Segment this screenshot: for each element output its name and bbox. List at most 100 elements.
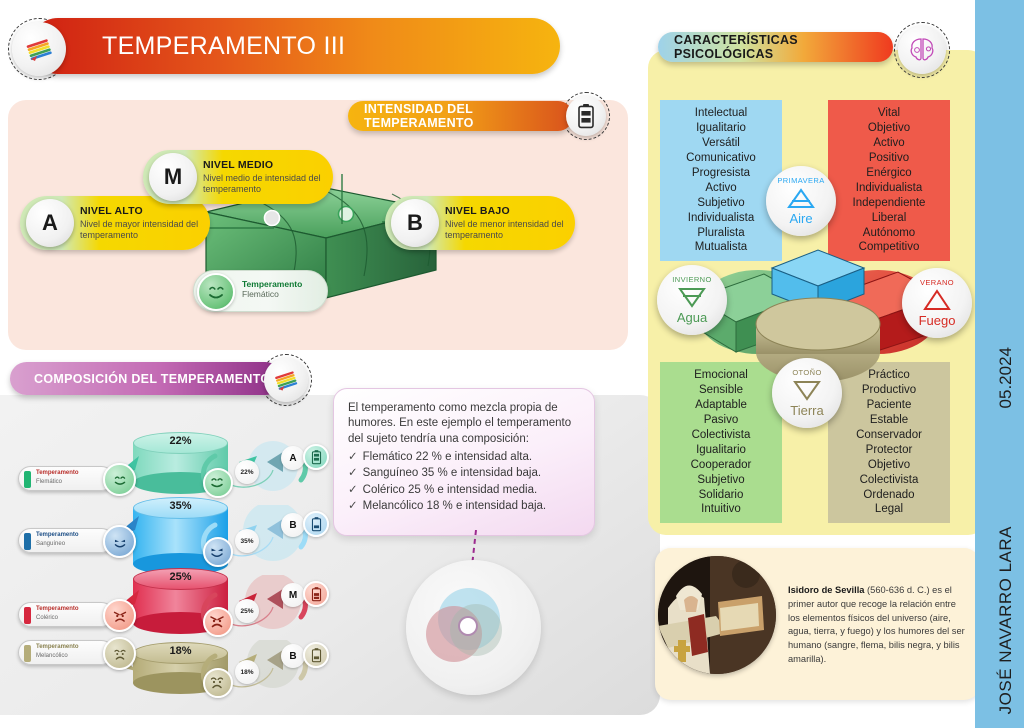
- water-triangle-icon: [678, 288, 706, 308]
- smiley-angry-icon: [203, 607, 233, 637]
- traits-agua: Emocional Sensible Adaptable Pasivo Cole…: [660, 362, 782, 524]
- temperament-tag-melancolico[interactable]: Temperamento Melancólico: [18, 637, 136, 670]
- smiley-happy-icon: [103, 525, 136, 558]
- author-name: JOSÉ NAVARRO LARA: [996, 525, 1015, 714]
- element-fuego[interactable]: VERANO Fuego: [902, 268, 972, 338]
- isidoro-body: (560-636 d. C.) es el primer autor que r…: [788, 585, 965, 664]
- mini-level-colerico: M: [281, 583, 305, 607]
- level-desc-bajo: Nivel de menor intensidad del temperamen…: [445, 218, 564, 240]
- page-title: TEMPERAMENTO III: [102, 31, 346, 60]
- battery-icon: [303, 511, 329, 537]
- battery-icon: [303, 444, 329, 470]
- level-title-bajo: NIVEL BAJO: [445, 204, 510, 217]
- tag-color-bar: [24, 645, 31, 662]
- composition-banner-label: COMPOSICIÓN DEL TEMPERAMENTO: [34, 371, 271, 386]
- tag-color-bar: [24, 533, 31, 550]
- publication-date: 05.2024: [996, 346, 1015, 408]
- battery-icon: [303, 581, 329, 607]
- smiley-sad-icon: [103, 637, 136, 670]
- smiley-happy-icon: [203, 537, 233, 567]
- rainbow-brush-icon: [264, 358, 308, 402]
- bar-value-melancolico: 18%: [169, 645, 192, 657]
- smiley-calm-icon: [203, 468, 233, 498]
- composition-note-paragraph: El temperamento como mezcla propia de hu…: [348, 402, 572, 445]
- psychological-banner: CARACTERÍSTICAS PSICOLÓGICAS: [658, 32, 893, 62]
- temperament-tag-sanguineo[interactable]: Temperamento Sanguíneo: [18, 525, 136, 558]
- tag-subtitle: Sanguíneo: [36, 541, 66, 547]
- battery-icon: [303, 642, 329, 668]
- smiley-calm-icon: [103, 463, 136, 496]
- tag-color-bar: [24, 471, 31, 488]
- isidoro-name: Isidoro de Sevilla: [788, 585, 865, 595]
- temperament-chip-flematico[interactable]: Temperamento Flemático: [193, 270, 328, 312]
- level-card-alto[interactable]: A NIVEL ALTO Nivel de mayor intensidad d…: [20, 196, 210, 250]
- level-letter-alto: A: [26, 199, 74, 247]
- list-item: ✓Melancólico 18 % e intensidad baja.: [348, 499, 547, 512]
- level-title-alto: NIVEL ALTO: [80, 204, 143, 217]
- level-letter-bajo: B: [391, 199, 439, 247]
- element-aire[interactable]: PRIMAVERA Aire: [766, 166, 836, 236]
- level-card-bajo[interactable]: B NIVEL BAJO Nivel de menor intensidad d…: [385, 196, 575, 250]
- check-icon: ✓: [348, 483, 358, 496]
- composition-note-box: El temperamento como mezcla propia de hu…: [333, 388, 595, 536]
- tag-title: Temperamento: [36, 532, 79, 538]
- level-desc-alto: Nivel de mayor intensidad del temperamen…: [80, 218, 199, 240]
- list-item: ✓Flemático 22 % e intensidad alta.: [348, 450, 533, 463]
- mini-value-flematico: 22%: [235, 460, 259, 484]
- mini-value-sanguineo: 35%: [235, 529, 259, 553]
- venn-green: [450, 604, 502, 656]
- list-item: ✓Colérico 25 % e intensidad media.: [348, 483, 538, 496]
- mini-level-sanguineo: B: [281, 513, 305, 537]
- smiley-calm-icon: [197, 273, 235, 311]
- check-icon: ✓: [348, 450, 358, 463]
- tag-subtitle: Melancólico: [36, 653, 68, 659]
- traits-fuego: Vital Objetivo Activo Positivo Enérgico …: [828, 100, 950, 262]
- psych-badge-ring: [894, 22, 950, 78]
- bar-value-sanguineo: 35%: [169, 500, 192, 512]
- temperament-chip-title: Temperamento: [242, 279, 303, 289]
- temperament-tag-flematico[interactable]: Temperamento Flemático: [18, 463, 136, 496]
- temperament-mix-diagram: [406, 560, 541, 695]
- venn-red: [426, 606, 482, 662]
- traits-tierra: Práctico Productivo Paciente Estable Con…: [828, 362, 950, 524]
- element-tierra[interactable]: OTOÑO Tierra: [772, 358, 842, 428]
- tag-title: Temperamento: [36, 606, 79, 612]
- intensity-group-colerico: 25% M: [195, 573, 329, 645]
- tag-subtitle: Colérico: [36, 615, 59, 621]
- battery-icon: [566, 96, 606, 136]
- brain-icon: [898, 26, 946, 74]
- bar-value-colerico: 25%: [169, 571, 192, 583]
- temperament-tag-colerico[interactable]: Temperamento Colérico: [18, 599, 136, 632]
- venn-focus-point: [460, 618, 476, 634]
- check-icon: ✓: [348, 499, 358, 512]
- mini-level-melancolico: B: [281, 644, 305, 668]
- composition-banner: COMPOSICIÓN DEL TEMPERAMENTO: [10, 362, 282, 395]
- tag-title: Temperamento: [36, 644, 79, 650]
- element-agua[interactable]: INVIERNO Agua: [657, 265, 727, 335]
- bar-value-flematico: 22%: [169, 435, 192, 447]
- author-sidebar: JOSÉ NAVARRO LARA 05.2024: [975, 0, 1024, 728]
- level-title-medio: NIVEL MEDIO: [203, 158, 274, 171]
- smiley-sad-icon: [203, 668, 233, 698]
- temperament-chip-subtitle: Flemático: [242, 289, 279, 299]
- tag-color-bar: [24, 607, 31, 624]
- earth-triangle-icon: [793, 381, 821, 401]
- smiley-angry-icon: [103, 599, 136, 632]
- intensity-banner-label: INTENSIDAD DEL TEMPERAMENTO: [364, 102, 474, 130]
- list-item: ✓Sanguíneo 35 % e intensidad baja.: [348, 467, 542, 480]
- intensity-group-melancolico: 18% B: [195, 636, 329, 706]
- intensity-group-sanguineo: 35% B: [195, 501, 329, 575]
- level-desc-medio: Nivel medio de intensidad del temperamen…: [203, 172, 321, 194]
- psychological-banner-label: CARACTERÍSTICAS PSICOLÓGICAS: [674, 33, 798, 61]
- level-letter-medio: M: [149, 153, 197, 201]
- mini-level-flematico: A: [281, 446, 305, 470]
- tag-title: Temperamento: [36, 470, 79, 476]
- rainbow-brush-icon: [12, 22, 66, 76]
- composition-bullet-list: ✓Flemático 22 % e intensidad alta. ✓Sang…: [348, 449, 580, 514]
- mini-value-colerico: 25%: [235, 599, 259, 623]
- page-title-banner: TEMPERAMENTO III: [30, 18, 560, 74]
- traits-aire: Intelectual Igualitario Versátil Comunic…: [660, 100, 782, 262]
- level-card-medio[interactable]: M NIVEL MEDIO Nivel medio de intensidad …: [143, 150, 333, 204]
- isidoro-portrait: [658, 556, 776, 674]
- tag-subtitle: Flemático: [36, 479, 63, 485]
